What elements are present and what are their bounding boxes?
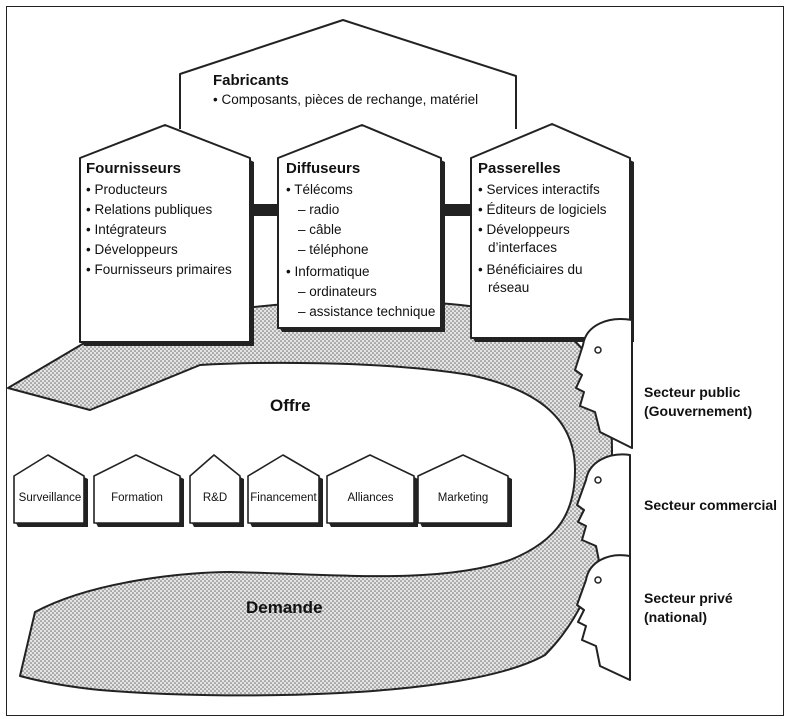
connector-left bbox=[246, 204, 282, 216]
support-label-alliances: Alliances bbox=[347, 492, 394, 504]
sector-public-line2: (Gouvernement) bbox=[644, 403, 753, 419]
fabricants-item: • Composants, pièces de rechange, matéri… bbox=[213, 92, 479, 107]
passerelles-title: Passerelles bbox=[478, 160, 561, 177]
support-label-surveillance: Surveillance bbox=[18, 492, 82, 504]
diffuseurs-item: – téléphone bbox=[298, 242, 369, 257]
passerelles-item: • Services interactifs bbox=[478, 182, 600, 197]
passerelles-item: réseau bbox=[488, 280, 530, 295]
sector-public-line1: Secteur public bbox=[644, 384, 741, 400]
fabricants-house bbox=[179, 19, 517, 129]
diffuseurs-item: – ordinateurs bbox=[298, 284, 377, 299]
passerelles-item: • Développeurs bbox=[478, 222, 570, 237]
diffuseurs-item: • Informatique bbox=[286, 264, 370, 279]
diffuseurs-item: – assistance technique bbox=[298, 304, 436, 319]
fabricants-title: Fabricants bbox=[213, 72, 289, 89]
passerelles-item: • Éditeurs de logiciels bbox=[478, 202, 607, 217]
alliances-house bbox=[326, 454, 415, 524]
formation-house bbox=[93, 454, 181, 524]
diffuseurs-item: – radio bbox=[298, 202, 340, 217]
diffuseurs-item: • Télécoms bbox=[286, 182, 353, 197]
passerelles-item: d’interfaces bbox=[488, 240, 558, 255]
diffuseurs-item: – câble bbox=[298, 222, 342, 237]
connector-right bbox=[441, 204, 475, 216]
financement-house bbox=[247, 454, 320, 524]
fournisseurs-item: • Producteurs bbox=[86, 182, 168, 197]
marketing-house bbox=[417, 454, 509, 524]
fournisseurs-item: • Fournisseurs primaires bbox=[86, 262, 232, 277]
sector-commercial-line1: Secteur commercial bbox=[644, 497, 778, 513]
sector-prive-line2: (national) bbox=[644, 609, 707, 625]
head-commercial-icon bbox=[576, 453, 631, 581]
support-label-formation: Formation bbox=[111, 492, 163, 504]
surveillance-house bbox=[13, 454, 85, 524]
fournisseurs-title: Fournisseurs bbox=[86, 160, 182, 177]
rd-house bbox=[189, 454, 241, 524]
fournisseurs-item: • Relations publiques bbox=[86, 202, 213, 217]
support-label-financement: Financement bbox=[250, 492, 317, 504]
head-prive-icon bbox=[576, 554, 631, 681]
support-label-marketing: Marketing bbox=[437, 492, 489, 504]
fournisseurs-item: • Intégrateurs bbox=[86, 222, 167, 237]
offre-label: Offre bbox=[270, 396, 311, 415]
passerelles-item: • Bénéficiaires du bbox=[478, 262, 583, 277]
sector-prive-line1: Secteur privé bbox=[644, 590, 733, 606]
fournisseurs-item: • Développeurs bbox=[86, 242, 178, 257]
head-public-icon bbox=[574, 318, 633, 449]
demande-label: Demande bbox=[246, 598, 323, 617]
diffuseurs-title: Diffuseurs bbox=[286, 160, 361, 177]
support-label-rd: R&D bbox=[202, 492, 228, 504]
